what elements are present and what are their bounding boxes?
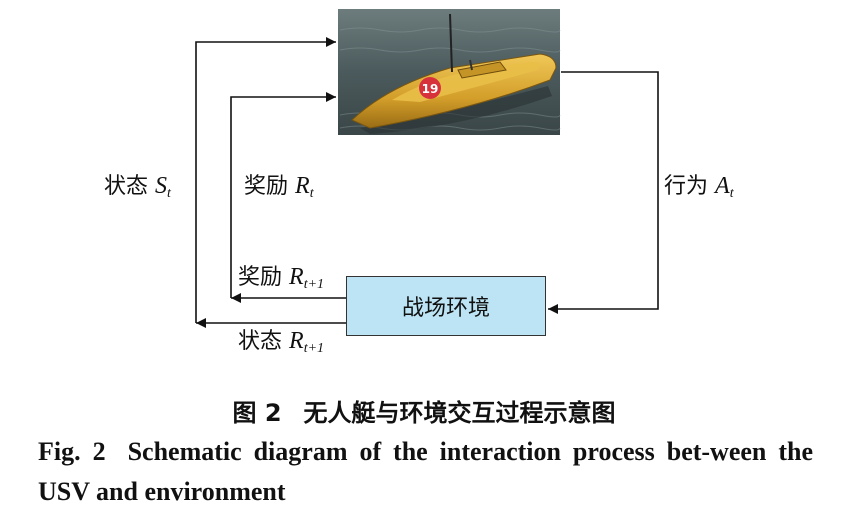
caption-en-number: Fig. 2: [38, 437, 106, 466]
environment-box: 战场环境: [346, 276, 546, 336]
arrow-action-at: [548, 71, 659, 314]
label-action-at: 行为 At: [664, 173, 734, 201]
arrow-state-st: [195, 37, 336, 323]
caption-cn-text: 无人艇与环境交互过程示意图: [303, 399, 616, 427]
boat-number: 19: [422, 82, 439, 96]
label-reward-rt1: 奖励 Rt+1: [238, 264, 325, 292]
caption-en-text: Schematic diagram of the interaction pro…: [38, 437, 813, 506]
arrow-reward-rt: [230, 92, 336, 298]
environment-label: 战场环境: [401, 296, 490, 321]
label-state-st: 状态 St: [104, 173, 171, 201]
label-reward-rt: 奖励 Rt: [244, 173, 314, 201]
label-state-rt1: 状态 Rt+1: [238, 328, 325, 356]
caption-chinese: 图 2 无人艇与环境交互过程示意图: [0, 393, 848, 428]
caption-cn-number: 图 2: [232, 399, 282, 427]
usv-photo: 19: [338, 9, 561, 135]
boat-number-badge: [419, 77, 441, 99]
